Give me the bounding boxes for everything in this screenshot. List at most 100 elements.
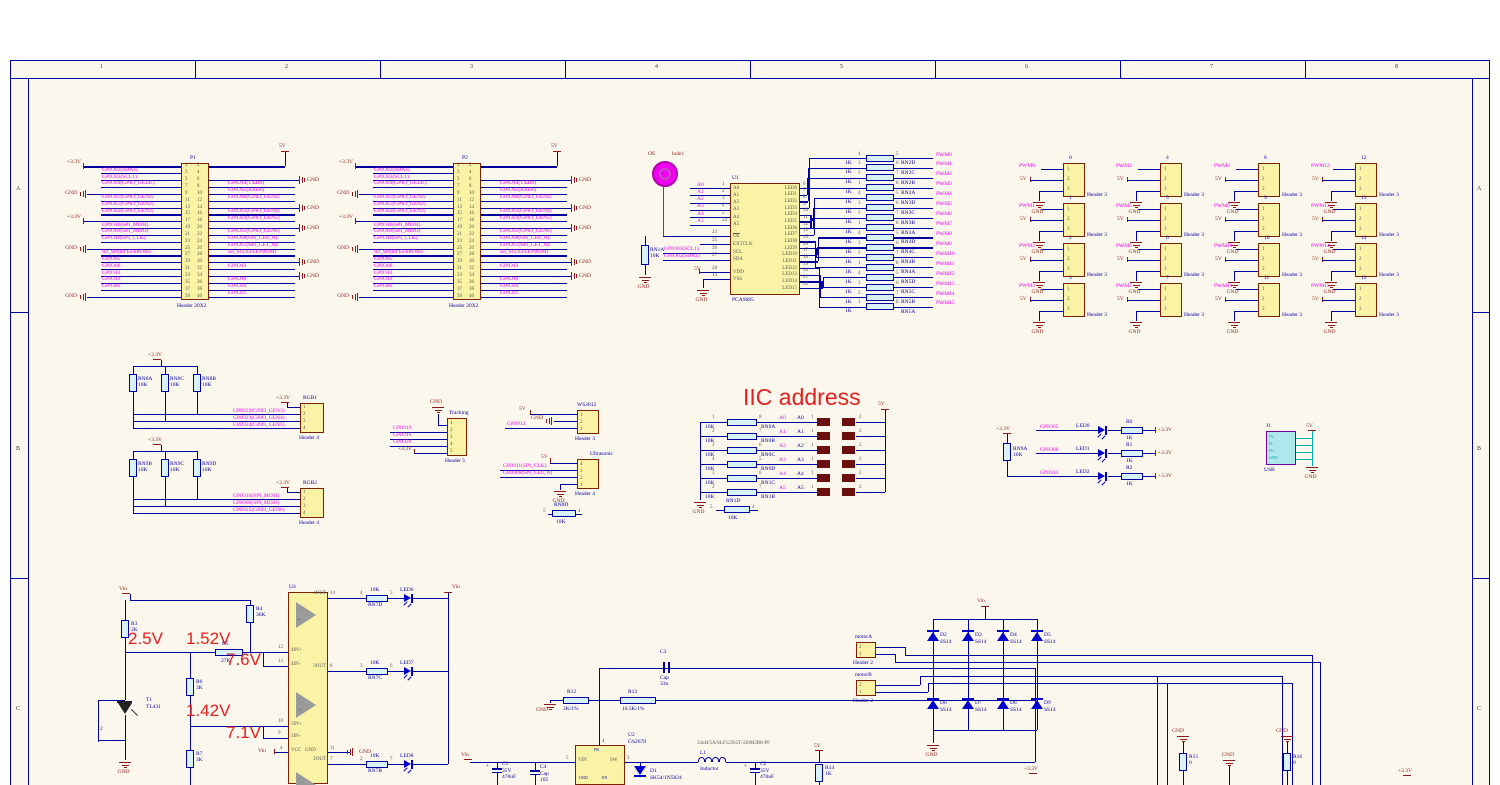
resistor-R5[interactable] xyxy=(215,648,243,656)
net-label[interactable]: PWM7 xyxy=(936,221,952,227)
net-label[interactable]: PWM12 xyxy=(1311,162,1330,169)
net-label[interactable]: A0 xyxy=(779,415,786,421)
resistor-RN7B[interactable] xyxy=(366,760,388,768)
jumper-pad[interactable] xyxy=(817,488,830,496)
led-icon-LED6[interactable] xyxy=(404,594,411,602)
resistor-R7[interactable] xyxy=(186,750,194,768)
resistor-R0[interactable] xyxy=(1121,426,1143,434)
ic-U1[interactable] xyxy=(730,183,800,295)
resistor-RN4C[interactable] xyxy=(866,243,894,251)
net-label[interactable]: PWM3 xyxy=(936,181,952,188)
pwm-header-12[interactable] xyxy=(1355,163,1377,197)
pwm-header-5[interactable] xyxy=(1160,203,1182,237)
net-label[interactable]: GPIO25(GPIO_GEN6) xyxy=(500,228,552,235)
net-label[interactable]: PWM10 xyxy=(1214,242,1233,249)
resistor-RN1B[interactable] xyxy=(727,488,757,496)
pwm-header-0[interactable] xyxy=(1063,163,1085,197)
net-label[interactable]: GPIO25(GPIO_GEN6) xyxy=(233,506,285,513)
net-label[interactable]: GPIO04(GPIO_GCLK) xyxy=(374,180,427,187)
net-label[interactable]: GPIO24(GPIO_GEN5) xyxy=(500,214,552,221)
net-label[interactable]: GPIO07(SPI_CE1_N) xyxy=(500,242,550,249)
net-label[interactable]: GPIO17(GPIO_GEN0) xyxy=(102,194,154,201)
resistor-RN8D[interactable] xyxy=(552,510,576,517)
net-label[interactable]: GPIO05 xyxy=(374,255,393,262)
shape[interactable] xyxy=(962,631,974,641)
resistor-RN1C[interactable] xyxy=(727,474,757,482)
pwm-header-6[interactable] xyxy=(1160,243,1182,277)
net-label[interactable]: GPIO19 xyxy=(102,276,121,283)
net-label[interactable]: GPIO07(SPI_CE1_N) xyxy=(228,242,278,249)
pwm-header-14[interactable] xyxy=(1355,243,1377,277)
net-label[interactable]: GPIO03(SCL1) xyxy=(102,173,137,180)
ultrasonic-header[interactable] xyxy=(577,459,599,489)
net-label[interactable]: PWM8 xyxy=(1214,162,1230,169)
net-label[interactable]: GPIO06 xyxy=(102,262,121,269)
net-label[interactable]: PWM4 xyxy=(1116,162,1132,169)
net-label[interactable]: PWM11 xyxy=(936,260,955,267)
resistor-RN9D[interactable] xyxy=(193,459,201,477)
resistor-RN5A[interactable] xyxy=(866,303,894,311)
net-label[interactable]: PWM0 xyxy=(1019,162,1035,169)
net-label[interactable]: PWM2 xyxy=(1019,242,1035,249)
resistor-RN0A[interactable] xyxy=(727,418,757,426)
capacitor-C1[interactable] xyxy=(492,768,502,770)
net-label[interactable]: ID_SC(ID EEPROM) xyxy=(228,248,277,255)
net-label[interactable]: GPIO02(SDA1) xyxy=(102,166,138,173)
net-label[interactable]: A5 xyxy=(779,485,786,491)
opamp-icon[interactable] xyxy=(296,602,316,628)
resistor-RN8B[interactable] xyxy=(193,374,201,392)
net-label[interactable]: GPIO22(GPIO_GEN3) xyxy=(233,407,285,414)
net-label[interactable]: GPIO24(GPIO_GEN5) xyxy=(233,421,285,428)
resistor-R1[interactable] xyxy=(1121,449,1143,457)
net-label[interactable]: GPIO08(SPI_CE0_N) xyxy=(500,235,550,242)
jumper-pad[interactable] xyxy=(817,474,830,482)
net-label[interactable]: GPIO11(SPI_CLK) xyxy=(374,235,418,242)
motor-header-motorA[interactable] xyxy=(856,642,876,658)
pwm-header-2[interactable] xyxy=(1063,243,1085,277)
jumper-pad[interactable] xyxy=(842,460,855,468)
net-label[interactable]: ID_SC(ID EEPROM) xyxy=(500,248,549,255)
net-label[interactable]: PWM5 xyxy=(1116,202,1132,209)
resistor-RN3B[interactable] xyxy=(866,214,894,222)
opamp-icon[interactable] xyxy=(296,692,316,718)
resistor-RN2D[interactable] xyxy=(866,154,894,162)
net-label[interactable]: GPIO15(RXD0) xyxy=(228,187,265,194)
net-label[interactable]: A4 xyxy=(697,210,704,217)
net-label[interactable]: PWM4 xyxy=(936,191,952,198)
resistor-R6[interactable] xyxy=(186,678,194,696)
ws2812-header[interactable] xyxy=(577,410,599,434)
net-label[interactable]: GPIO06 xyxy=(374,262,393,269)
pwm-header-11[interactable] xyxy=(1258,283,1280,317)
rgb-header-RGB1[interactable] xyxy=(300,403,324,433)
net-label[interactable]: PWM15 xyxy=(936,300,955,307)
led-icon-LED2[interactable] xyxy=(1098,472,1105,480)
net-label[interactable]: GPIO20 xyxy=(500,283,519,290)
net-label[interactable]: GPIO14(TXD0) xyxy=(228,180,265,187)
net-label[interactable]: GPIO19 xyxy=(393,425,412,431)
net-label[interactable]: GPIO11(SPI_CLK) xyxy=(102,235,146,242)
net-label[interactable]: PWM9 xyxy=(936,240,952,247)
led-icon-LED1[interactable] xyxy=(1098,449,1105,457)
resistor-R13[interactable] xyxy=(620,696,656,704)
resistor-RN2C[interactable] xyxy=(866,164,894,172)
tracking-header[interactable] xyxy=(447,418,467,456)
jumper-pad[interactable] xyxy=(817,446,830,454)
shape[interactable] xyxy=(962,699,974,709)
resistor-RN1D[interactable] xyxy=(724,506,750,513)
pwm-header-8[interactable] xyxy=(1258,163,1280,197)
net-label[interactable]: GPIO09(SPI_MISO) xyxy=(374,228,421,235)
net-label[interactable]: GPIO24(GPIO_GEN5) xyxy=(228,214,280,221)
resistor-RN4D[interactable] xyxy=(866,233,894,241)
jumper-pad[interactable] xyxy=(817,418,830,426)
usb-connector[interactable] xyxy=(1266,431,1296,465)
resistor-RN5B[interactable] xyxy=(866,293,894,301)
net-label[interactable]: GPIO20 xyxy=(228,283,247,290)
resistor-RN2A[interactable] xyxy=(866,184,894,192)
net-label[interactable]: GPIO16 xyxy=(500,276,519,283)
net-label[interactable]: A3 xyxy=(779,457,786,463)
net-label[interactable]: GPIO17(GPIO_GEN0) xyxy=(374,194,426,201)
resistor-R16[interactable] xyxy=(1283,753,1291,771)
resistor-R14[interactable] xyxy=(815,764,823,782)
net-label[interactable]: GPIO09(SPI_MISO) xyxy=(102,228,149,235)
net-label[interactable]: A4 xyxy=(779,471,786,477)
